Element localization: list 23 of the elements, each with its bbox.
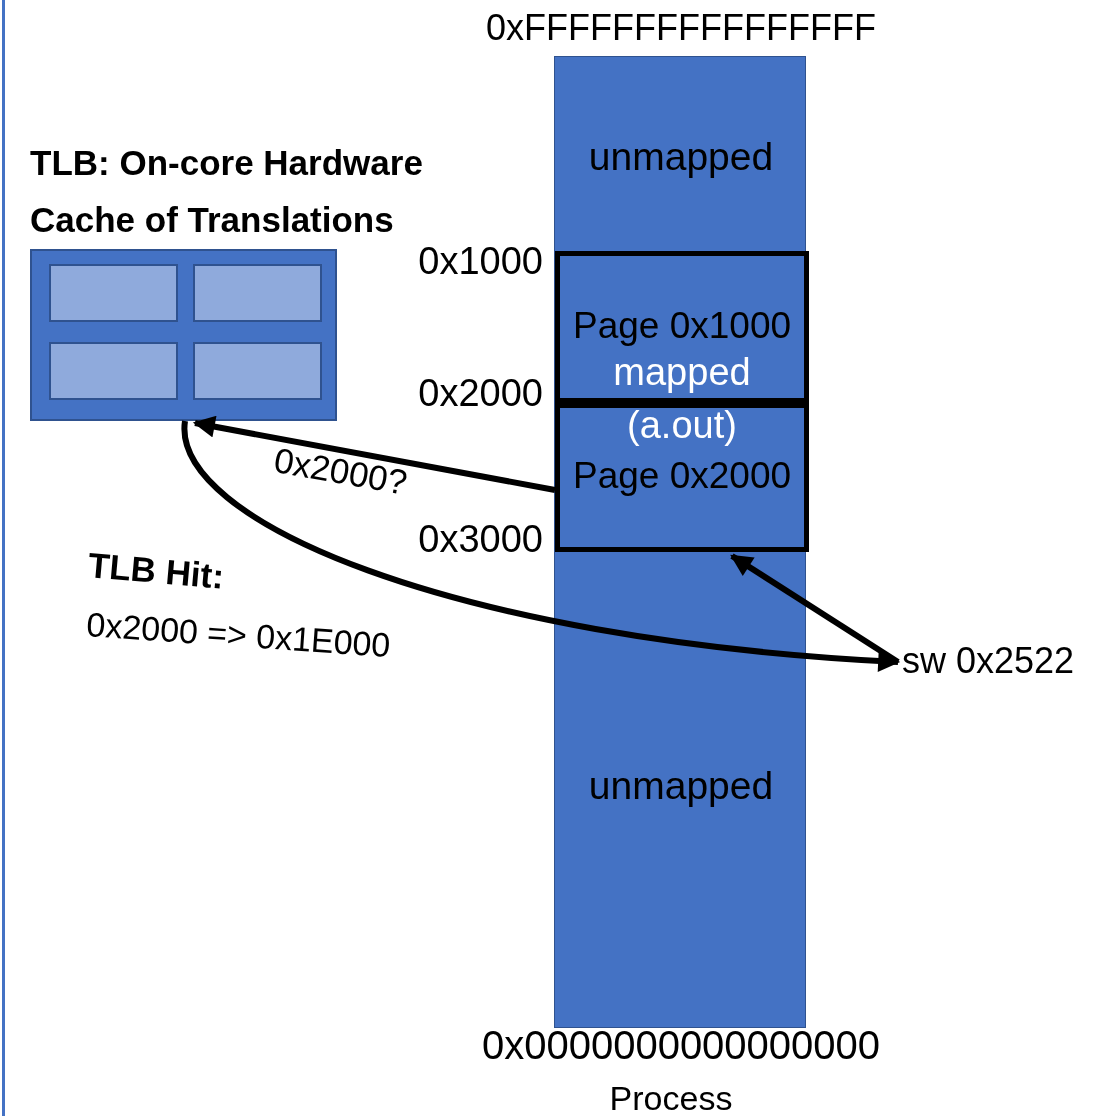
region-label: (a.out) <box>626 404 738 448</box>
instruction-label: sw 0x2522 <box>902 640 1075 682</box>
page-box <box>555 403 809 552</box>
region-label: mapped <box>612 351 752 395</box>
table-entry-box <box>49 342 178 400</box>
page-label: Page 0x2000 <box>571 455 793 498</box>
column-caption: Process <box>608 1081 734 1115</box>
region-label: unmapped <box>587 135 775 180</box>
address-label: 0xFFFFFFFFFFFFFFFF <box>485 7 877 49</box>
table-entry-box <box>193 342 322 400</box>
address-label: 0x2000 <box>417 372 543 416</box>
address-label: 0x0000000000000000 <box>480 1022 882 1068</box>
edge-label: 0x2000? <box>271 440 411 503</box>
page-box <box>555 251 809 403</box>
tlb-title: TLB: On-core Hardware Cache of Translations <box>30 142 424 241</box>
region-label: unmapped <box>587 764 775 809</box>
table-entry-box <box>49 264 178 322</box>
hit-heading: TLB Hit: <box>86 545 226 597</box>
table-entry-box <box>193 264 322 322</box>
address-label: 0x3000 <box>417 518 543 562</box>
translation-label: 0x2000 => 0x1E000 <box>85 605 392 666</box>
page-label: Page 0x1000 <box>571 305 793 348</box>
address-label: 0x1000 <box>417 240 543 284</box>
